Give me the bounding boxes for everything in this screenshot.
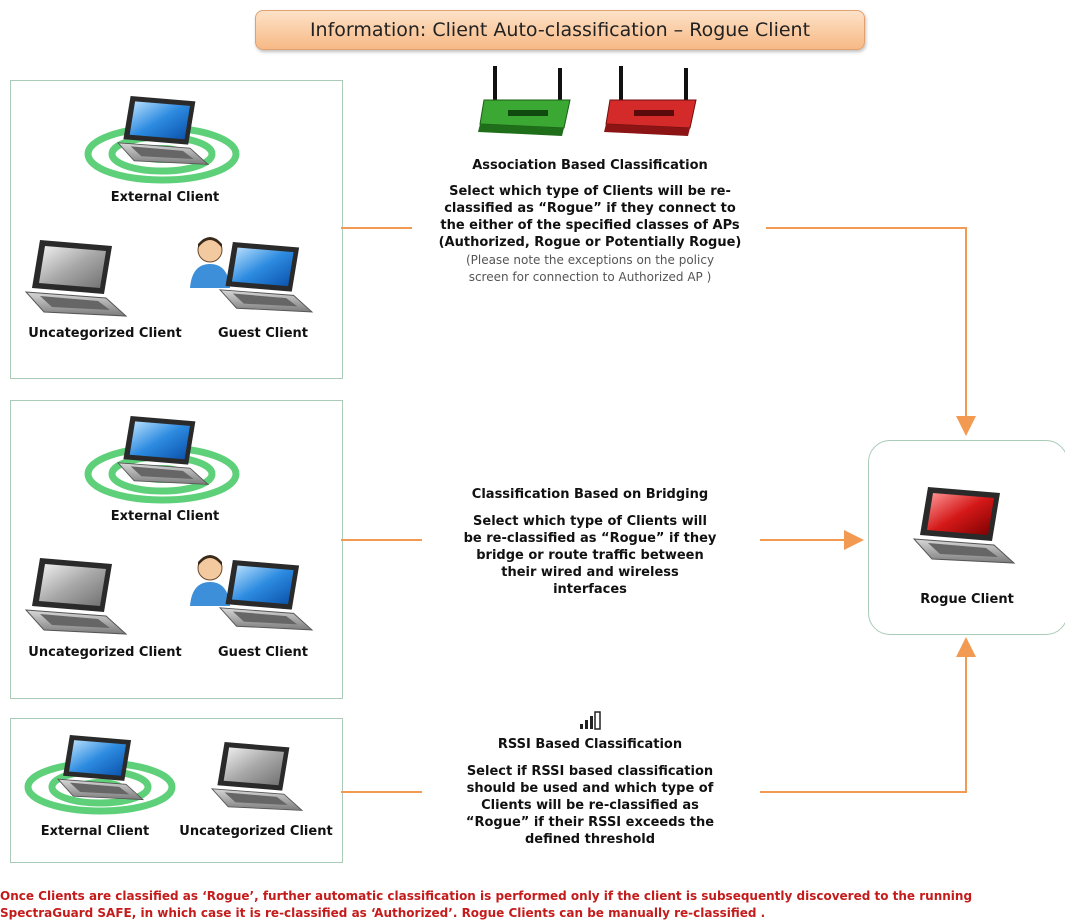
rogue-client-label: Rogue Client: [920, 592, 1014, 607]
external-client-laptop-icon: [84, 416, 240, 504]
rogue-ap-icon: [604, 66, 697, 136]
diagram-title: Information: Client Auto-classification …: [255, 10, 865, 50]
external-client-label: External Client: [40, 824, 150, 839]
external-client-laptop-icon: [84, 96, 240, 184]
uncategorized-client-laptop-icon: [24, 240, 128, 317]
association-rule-description: Select which type of Clients will be re-…: [438, 184, 742, 250]
guest-client-laptop-icon: [190, 555, 314, 631]
guest-client-label: Guest Client: [218, 645, 308, 660]
uncategorized-client-label: Uncategorized Client: [28, 326, 182, 341]
uncategorized-client-laptop-icon: [210, 742, 304, 811]
rssi-rule-description: Select if RSSI based classification shou…: [465, 764, 715, 847]
association-connector-right: [766, 227, 976, 436]
rogue-client-laptop-icon: [912, 487, 1016, 564]
panel-rssi-clients: [10, 718, 343, 863]
signal-strength-icon: [580, 711, 601, 730]
bridging-rule-title: Classification Based on Bridging: [471, 487, 709, 502]
uncategorized-client-label: Uncategorized Client: [179, 824, 333, 839]
bridging-rule-description: Select which type of Clients will be re-…: [463, 514, 717, 597]
uncategorized-client-laptop-icon: [24, 558, 128, 635]
association-rule-note: (Please note the exceptions on the polic…: [465, 253, 715, 284]
external-client-label: External Client: [110, 509, 220, 524]
guest-client-label: Guest Client: [218, 326, 308, 341]
rssi-rule-title: RSSI Based Classification: [497, 737, 683, 752]
footer-note: Once Clients are classified as ‘Rogue’, …: [0, 889, 973, 920]
guest-client-laptop-icon: [190, 237, 314, 313]
external-client-label: External Client: [110, 190, 220, 205]
authorized-ap-icon: [478, 66, 571, 136]
uncategorized-client-label: Uncategorized Client: [28, 645, 182, 660]
rssi-connector-right: [760, 637, 976, 793]
external-client-laptop-icon: [24, 735, 176, 815]
association-rule-title: Association Based Classification: [472, 158, 708, 173]
